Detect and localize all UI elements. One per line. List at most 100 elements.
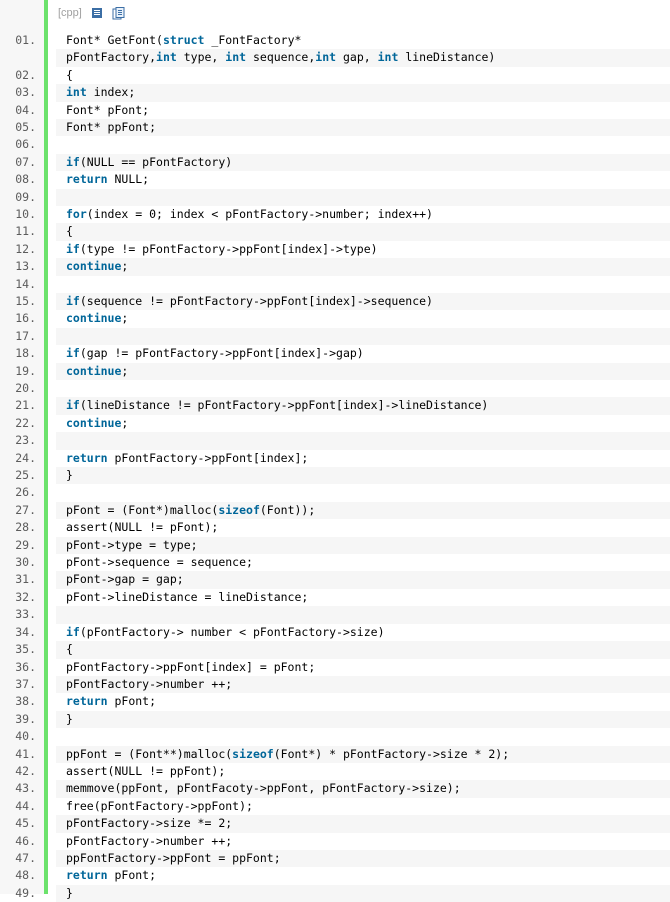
code-text: if(type != pFontFactory->ppFont[index]->… <box>66 241 378 256</box>
code-text: pFont->sequence = sequence; <box>66 555 253 570</box>
keyword: int <box>225 50 247 65</box>
code-line: 24.return pFontFactory->ppFont[index]; <box>0 450 670 467</box>
line-number: 18. <box>15 346 36 361</box>
code-line: 11.{ <box>0 223 670 241</box>
code-text: pFontFactory->size *= 2; <box>56 815 670 833</box>
keyword: int <box>315 50 337 65</box>
code-line: 29.pFont->type = type; <box>0 536 670 555</box>
code-lines: 01.Font* GetFont(struct _FontFactory* pFo… <box>0 32 670 902</box>
line-number: 41. <box>15 746 36 761</box>
line-number: 11. <box>15 224 36 239</box>
keyword: return <box>66 450 108 465</box>
view-source-icon[interactable] <box>90 6 104 20</box>
code-line: 14. <box>0 276 670 293</box>
code-line: 26. <box>0 484 670 501</box>
line-number: 35. <box>15 642 36 657</box>
code-line: 01.Font* GetFont(struct _FontFactory* <box>0 32 670 49</box>
keyword: continue <box>66 415 122 430</box>
code-line: 48. return pFont; <box>0 867 670 884</box>
code-toolbar: [cpp] <box>50 0 670 26</box>
code-text: return pFont; <box>66 868 157 883</box>
line-number: 02. <box>15 67 36 82</box>
code-line: 05.Font* ppFont; <box>0 119 670 137</box>
keyword: if <box>66 241 80 256</box>
code-line: 47.ppFontFactory->ppFont = ppFont; <box>0 849 670 868</box>
code-text: int index; <box>56 84 670 102</box>
line-number: 31. <box>15 572 36 587</box>
code-text: return NULL; <box>66 172 150 187</box>
line-number: 30. <box>15 555 36 570</box>
code-text: pFont = (Font*)malloc(sizeof(Font)); <box>56 501 670 520</box>
code-text: } <box>56 710 670 729</box>
code-line: 38. return pFont; <box>0 693 670 710</box>
line-number: 26. <box>15 485 36 500</box>
code-text: { <box>66 67 73 82</box>
code-text: ppFont = (Font**)malloc(sizeof(Font*) * … <box>56 745 670 763</box>
gutter-accent-bar <box>44 0 48 894</box>
keyword: if <box>66 294 80 309</box>
code-line: 07.if(NULL == pFontFactory) <box>0 153 670 172</box>
code-line: 41. ppFont = (Font**)malloc(sizeof(Font*)… <box>0 745 670 763</box>
line-number: 22. <box>15 415 36 430</box>
code-line: 42.assert(NULL != ppFont); <box>0 763 670 780</box>
line-number: 40. <box>15 729 36 744</box>
code-text: Font* pFont; <box>66 102 150 117</box>
line-number <box>0 49 44 66</box>
code-text: pFont->lineDistance = lineDistance; <box>66 589 309 604</box>
code-line: 23. <box>0 432 670 450</box>
code-line: 04.Font* pFont; <box>0 102 670 119</box>
code-line: 44.free(pFontFactory->ppFont); <box>0 798 670 815</box>
line-number: 09. <box>15 189 36 204</box>
code-text: continue; <box>66 415 129 430</box>
code-text: Font* ppFont; <box>56 119 670 137</box>
line-number: 23. <box>15 433 36 448</box>
code-text: assert(NULL != pFont); <box>66 520 219 535</box>
code-line: 18.if(gap != pFontFactory->ppFont[index]… <box>0 345 670 362</box>
line-number: 29. <box>15 537 36 552</box>
keyword: if <box>66 398 80 413</box>
keyword: return <box>66 694 108 709</box>
line-number: 16. <box>15 311 36 326</box>
line-number: 27. <box>15 502 36 517</box>
line-number: 45. <box>15 816 36 831</box>
keyword: sizeof <box>232 746 274 761</box>
line-number: 20. <box>15 381 36 396</box>
keyword: sizeof <box>218 502 260 517</box>
line-number: 38. <box>15 694 36 709</box>
line-number: 01. <box>15 33 36 47</box>
code-text: pFont->gap = gap; <box>56 571 670 589</box>
code-line: 17. <box>0 327 670 346</box>
code-line: 31. pFont->gap = gap; <box>0 571 670 589</box>
line-number: 28. <box>15 520 36 535</box>
line-number: 07. <box>15 154 36 169</box>
code-line: 15.if(sequence != pFontFactory->ppFont[i… <box>0 293 670 311</box>
keyword: return <box>66 868 108 883</box>
code-line: 25.} <box>0 467 670 485</box>
line-number: 15. <box>15 294 36 309</box>
code-line: 03.int index; <box>0 84 670 102</box>
line-number: 39. <box>15 711 36 726</box>
code-text: continue; <box>56 362 670 381</box>
code-text <box>56 606 670 624</box>
code-line: 06. <box>0 136 670 153</box>
keyword: if <box>66 346 80 361</box>
code-text: if(lineDistance != pFontFactory->ppFont[… <box>56 397 670 415</box>
copy-icon[interactable] <box>112 6 126 20</box>
code-text: memmove(ppFont, pFontFacoty->ppFont, pFo… <box>56 780 670 798</box>
code-text <box>56 728 670 745</box>
line-number: 43. <box>15 781 36 796</box>
line-number: 17. <box>15 328 36 343</box>
code-line: 02. { <box>0 67 670 84</box>
keyword: continue <box>66 311 122 326</box>
code-line: 21.if(lineDistance != pFontFactory->ppFo… <box>0 397 670 415</box>
code-line: 39.} <box>0 710 670 729</box>
line-number: 10. <box>15 207 36 222</box>
line-number: 19. <box>15 363 36 378</box>
line-number: 33. <box>15 607 36 622</box>
keyword: if <box>66 624 80 639</box>
code-line: 09. <box>0 188 670 207</box>
line-number: 48. <box>15 868 36 883</box>
code-text: return pFont; <box>66 694 157 709</box>
keyword: continue <box>66 259 122 274</box>
